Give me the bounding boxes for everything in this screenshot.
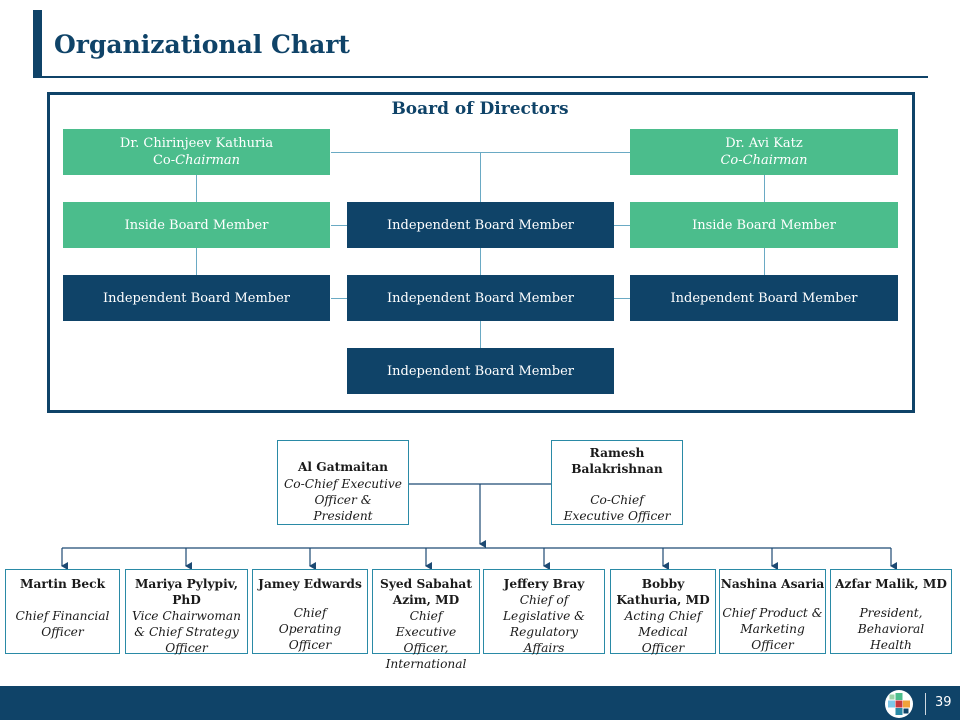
officer-title-4: Chief Executive Officer, International <box>385 609 467 671</box>
officer-title-3: Chief Operating Officer <box>278 606 342 652</box>
co-ceo-left-name: Al Gatmaitan <box>297 460 389 474</box>
co-chairman-right-name: Dr. Avi Katz <box>725 136 803 151</box>
officer-box-3: Jamey Edwards Chief Operating Officer <box>252 569 368 654</box>
independent-board-member-center-1-label: Independent Board Member <box>386 217 574 233</box>
independent-board-member-center-3-label: Independent Board Member <box>386 363 574 379</box>
co-chairman-right-role: Co-Chairman <box>720 153 808 168</box>
officer-name-3: Jamey Edwards <box>258 577 362 591</box>
independent-board-member-center-2: Independent Board Member <box>347 275 614 321</box>
co-chairman-right-box: Dr. Avi Katz Co-Chairman <box>630 129 898 175</box>
officer-title-5: Chief of Legislative & Regulatory Affair… <box>502 593 586 655</box>
officer-box-2: Mariya Pylypiv, PhD Vice Chairwoman & Ch… <box>125 569 248 655</box>
board-of-directors-frame <box>47 92 915 413</box>
co-chairman-left-role: Co-Chairman <box>152 153 241 168</box>
officer-title-1: Chief Financial Officer <box>15 609 110 639</box>
page-title: Organizational Chart <box>54 30 350 59</box>
footer-bar <box>0 686 960 720</box>
co-ceo-right-name: Ramesh Balakrishnan <box>571 446 663 476</box>
footer-separator <box>925 693 926 715</box>
inside-board-member-right-label: Inside Board Member <box>692 217 836 233</box>
inside-board-member-left-label: Inside Board Member <box>124 217 269 233</box>
independent-board-member-center-2-label: Independent Board Member <box>386 290 574 306</box>
independent-board-member-right: Independent Board Member <box>630 275 898 321</box>
independent-board-member-left-label: Independent Board Member <box>102 290 290 306</box>
co-chairman-left-box: Dr. Chirinjeev Kathuria Co-Chairman <box>63 129 330 175</box>
officer-box-1: Martin Beck Chief Financial Officer <box>5 569 120 654</box>
medical-cross-logo-icon <box>885 690 913 718</box>
independent-board-member-left: Independent Board Member <box>63 275 330 321</box>
officer-box-5: Jeffery Bray Chief of Legislative & Regu… <box>483 569 605 655</box>
officer-name-5: Jeffery Bray <box>503 577 585 591</box>
title-accent-bar <box>33 10 42 76</box>
page-number: 39 <box>935 695 952 710</box>
officer-name-7: Nashina Asaria <box>720 577 825 591</box>
officer-name-8: Azfar Malik, MD <box>835 577 947 591</box>
officer-title-6: Acting Chief Medical Officer <box>624 609 702 655</box>
officer-title-7: Chief Product & Marketing Officer <box>722 606 823 652</box>
independent-board-member-right-label: Independent Board Member <box>670 290 858 306</box>
officer-name-2: Mariya Pylypiv, PhD <box>134 577 239 607</box>
co-ceo-left-box: Al Gatmaitan Co-Chief Executive Officer … <box>277 440 409 525</box>
officer-name-4: Syed Sabahat Azim, MD <box>380 577 472 607</box>
co-ceo-right-title: Co-Chief Executive Officer <box>563 493 671 523</box>
officer-title-8: President, Behavioral Health <box>857 606 925 652</box>
connector-center-vertical <box>480 152 481 348</box>
officer-name-1: Martin Beck <box>19 577 106 591</box>
officer-box-4: Syed Sabahat Azim, MD Chief Executive Of… <box>372 569 480 671</box>
officer-box-8: Azfar Malik, MD President, Behavioral He… <box>830 569 952 654</box>
independent-board-member-center-3: Independent Board Member <box>347 348 614 394</box>
officer-title-2: Vice Chairwoman & Chief Strategy Officer <box>131 609 241 655</box>
officer-box-7: Nashina Asaria Chief Product & Marketing… <box>719 569 826 654</box>
inside-board-member-right: Inside Board Member <box>630 202 898 248</box>
co-chairman-left-name: Dr. Chirinjeev Kathuria <box>119 136 274 151</box>
title-divider <box>33 76 928 78</box>
inside-board-member-left: Inside Board Member <box>63 202 330 248</box>
independent-board-member-center-1: Independent Board Member <box>347 202 614 248</box>
co-ceo-left-title: Co-Chief Executive Officer & President <box>283 477 402 523</box>
board-title: Board of Directors <box>391 99 569 119</box>
officer-name-6: Bobby Kathuria, MD <box>616 577 710 607</box>
co-ceo-right-box: Ramesh Balakrishnan Co-Chief Executive O… <box>551 440 683 525</box>
officer-box-6: Bobby Kathuria, MD Acting Chief Medical … <box>610 569 716 655</box>
